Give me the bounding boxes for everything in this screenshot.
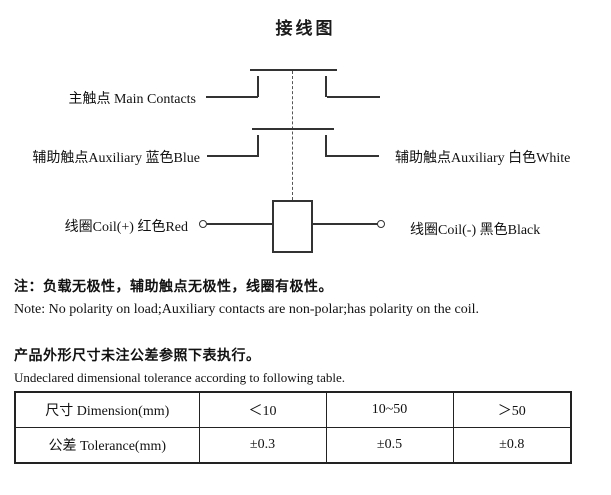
aux-right-label: 辅助触点Auxiliary 白色White (395, 151, 571, 166)
aux-left-label: 辅助触点Auxiliary 蓝色Blue (32, 151, 200, 166)
coil-left-terminal (199, 220, 207, 228)
main-contact-right-stub (325, 76, 327, 97)
aux-contact-right-lead (327, 155, 379, 157)
tolerance-value-cell: ±0.3 (198, 427, 327, 464)
note-tolerance-cn: 产品外形尺寸未注公差参照下表执行。 (14, 347, 261, 363)
main-contacts-label: 主触点 Main Contacts (68, 92, 196, 107)
dimension-row-label: 尺寸 Dimension(mm) (14, 391, 200, 428)
tolerance-row-label: 公差 Tolerance(mm) (14, 427, 200, 464)
aux-contact-left-lead (207, 155, 258, 157)
coil-positive-label: 线圈Coil(+) 红色Red (64, 220, 188, 235)
coil-right-lead (313, 223, 378, 225)
dimension-range-cell: ＞50 (452, 391, 572, 428)
tolerance-table: 尺寸 Dimension(mm) ＜10 10~50 ＞50 公差 Tolera… (14, 391, 572, 464)
note-polarity-en: Note: No polarity on load;Auxiliary cont… (14, 302, 479, 317)
tolerance-value-cell: ±0.5 (325, 427, 454, 464)
dimension-range-cell: 10~50 (325, 391, 454, 428)
tolerance-value-cell: ±0.8 (452, 427, 572, 464)
coil-negative-label: 线圈Coil(-) 黑色Black (410, 223, 541, 238)
dimension-range-cell: ＜10 (198, 391, 327, 428)
aux-contact-bridge-bar (252, 128, 334, 130)
center-dashed-line (292, 71, 293, 200)
table-row-tolerance: 公差 Tolerance(mm) ±0.3 ±0.5 ±0.8 (14, 427, 572, 464)
main-contact-left-stub (257, 76, 259, 97)
aux-contact-right-stub (325, 135, 327, 157)
note-polarity-cn: 注：负载无极性，辅助触点无极性，线圈有极性。 (14, 278, 333, 294)
main-contact-bridge-bar (250, 69, 337, 71)
page-title: 接线图 (275, 19, 336, 38)
aux-contact-left-stub (257, 135, 259, 157)
coil-box (272, 200, 313, 253)
coil-left-lead (207, 223, 272, 225)
main-contact-right-lead (327, 96, 380, 98)
main-contact-left-lead (206, 96, 258, 98)
note-tolerance-en: Undeclared dimensional tolerance accordi… (14, 370, 346, 385)
coil-right-terminal (377, 220, 385, 228)
table-row-dimension: 尺寸 Dimension(mm) ＜10 10~50 ＞50 (14, 391, 572, 428)
